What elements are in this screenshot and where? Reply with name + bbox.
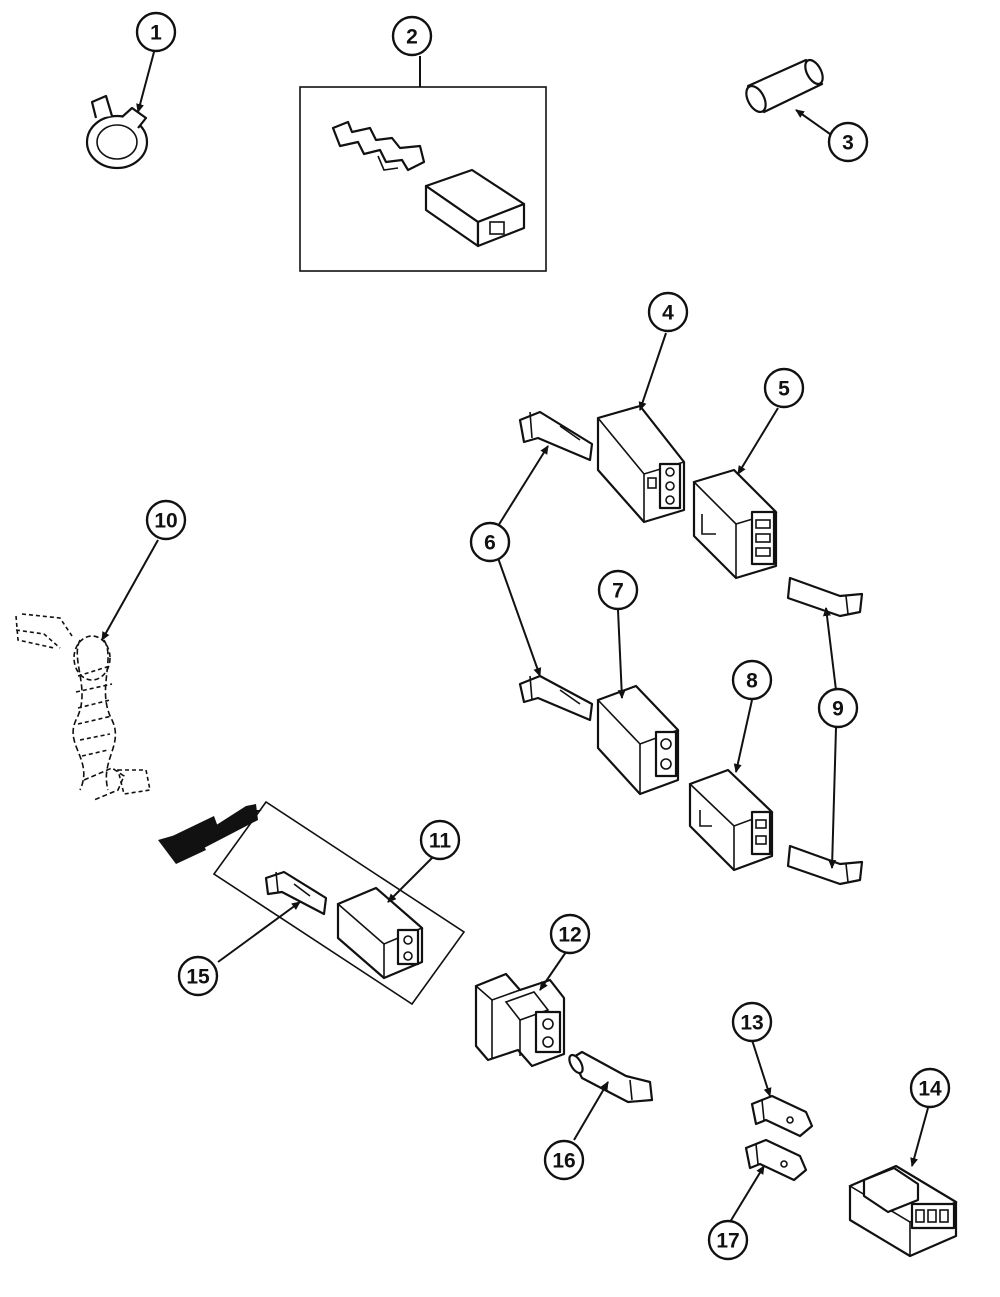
part-9-terminal-upper bbox=[786, 576, 864, 618]
part-9-terminal-lower bbox=[786, 844, 864, 886]
callout-8: 8 bbox=[731, 659, 773, 701]
callout-4-label: 4 bbox=[662, 302, 674, 325]
part-5-connector bbox=[692, 468, 778, 580]
assembly-arrow bbox=[158, 804, 262, 864]
callout-12-label: 12 bbox=[558, 924, 581, 947]
part-2-terminal-kit bbox=[299, 86, 547, 272]
part-8-connector bbox=[688, 768, 774, 872]
callout-14-label: 14 bbox=[918, 1078, 942, 1101]
part-12-connector bbox=[474, 972, 566, 1068]
part-10-harness bbox=[15, 613, 151, 801]
part-14-housing bbox=[848, 1164, 958, 1258]
part-1-clamp bbox=[85, 94, 149, 170]
callout-13-label: 13 bbox=[740, 1012, 763, 1035]
part-7-connector bbox=[596, 684, 680, 796]
callout-11: 11 bbox=[419, 819, 461, 861]
callout-6-label: 6 bbox=[484, 532, 496, 555]
callout-9: 9 bbox=[817, 687, 859, 729]
part-4-connector bbox=[596, 404, 686, 524]
callout-3: 3 bbox=[827, 121, 869, 163]
callout-17-label: 17 bbox=[716, 1230, 739, 1253]
callout-8-label: 8 bbox=[746, 670, 758, 693]
callout-16: 16 bbox=[543, 1139, 585, 1181]
callout-13: 13 bbox=[731, 1001, 773, 1043]
callout-16-label: 16 bbox=[552, 1150, 575, 1173]
part-11-kit-box bbox=[212, 800, 466, 1006]
part-3-splice bbox=[745, 58, 824, 114]
callout-2-label: 2 bbox=[406, 26, 418, 49]
callout-14: 14 bbox=[909, 1067, 951, 1109]
part-17-terminal bbox=[744, 1138, 808, 1182]
callout-2: 2 bbox=[391, 15, 433, 57]
callout-7-label: 7 bbox=[612, 580, 624, 603]
callout-15: 15 bbox=[177, 955, 219, 997]
callout-6: 6 bbox=[469, 521, 511, 563]
callout-4: 4 bbox=[647, 291, 689, 333]
callout-7: 7 bbox=[597, 569, 639, 611]
callout-5: 5 bbox=[763, 367, 805, 409]
callout-1-label: 1 bbox=[150, 22, 162, 45]
callout-17: 17 bbox=[707, 1219, 749, 1261]
callout-3-label: 3 bbox=[842, 132, 854, 155]
part-15-terminal bbox=[264, 870, 328, 916]
part-13-terminal bbox=[750, 1094, 814, 1138]
callout-10-label: 10 bbox=[154, 510, 177, 533]
part-6-pin-terminal-upper bbox=[518, 410, 594, 462]
part-6-pin-terminal-lower bbox=[518, 674, 594, 722]
callout-1: 1 bbox=[135, 11, 177, 53]
callout-10: 10 bbox=[145, 499, 187, 541]
callout-15-label: 15 bbox=[186, 966, 210, 989]
callout-5-label: 5 bbox=[778, 378, 790, 401]
callout-9-label: 9 bbox=[832, 698, 844, 721]
callout-12: 12 bbox=[549, 913, 591, 955]
callout-11-label: 11 bbox=[429, 830, 452, 853]
part-16-pin bbox=[568, 1050, 654, 1104]
leader-lines bbox=[101, 51, 929, 1223]
